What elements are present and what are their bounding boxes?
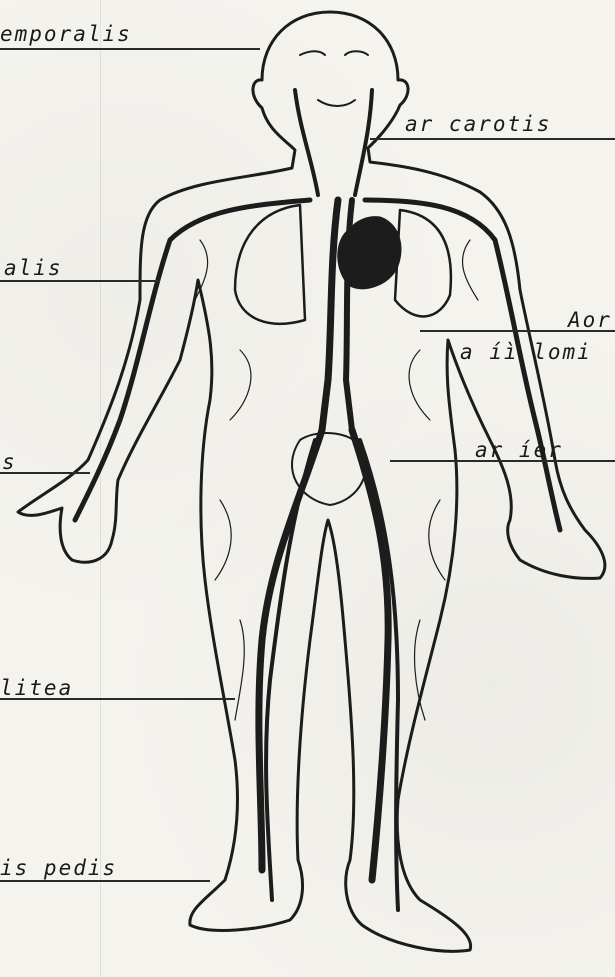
- body-outline: [18, 12, 605, 951]
- label-left-low: s: [2, 452, 17, 473]
- label-carotis: ar carotis: [405, 114, 551, 135]
- label-left-mid: alis: [4, 258, 63, 279]
- label-aorta-sub: a íì lomi: [460, 342, 592, 363]
- label-aorta: Aor: [568, 310, 612, 331]
- leader-femoralis: [390, 460, 615, 462]
- left-arm-vessel: [75, 200, 310, 520]
- leader-poplitea: [0, 698, 235, 700]
- face-eyes: [300, 51, 368, 55]
- label-femoralis: ar íèr: [475, 440, 563, 461]
- label-dorsalis-pedis: is pedis: [0, 858, 117, 879]
- face-mouth: [318, 100, 355, 106]
- leader-carotis: [370, 138, 615, 140]
- label-temporalis: emporalis: [0, 24, 132, 45]
- leader-left-mid: [0, 280, 160, 282]
- label-poplitea: litea: [0, 678, 73, 699]
- lung-left: [235, 205, 305, 324]
- carotid-left: [295, 90, 318, 195]
- leader-dorsalis-pedis: [0, 880, 210, 882]
- carotid-right: [355, 90, 372, 195]
- right-leg-vessel: [352, 430, 388, 880]
- aorta: [322, 200, 338, 430]
- vena-cava: [346, 200, 352, 430]
- leader-aorta: [420, 330, 615, 332]
- leader-temporalis: [0, 48, 260, 50]
- lung-right: [395, 210, 451, 316]
- leader-left-low: [0, 472, 90, 474]
